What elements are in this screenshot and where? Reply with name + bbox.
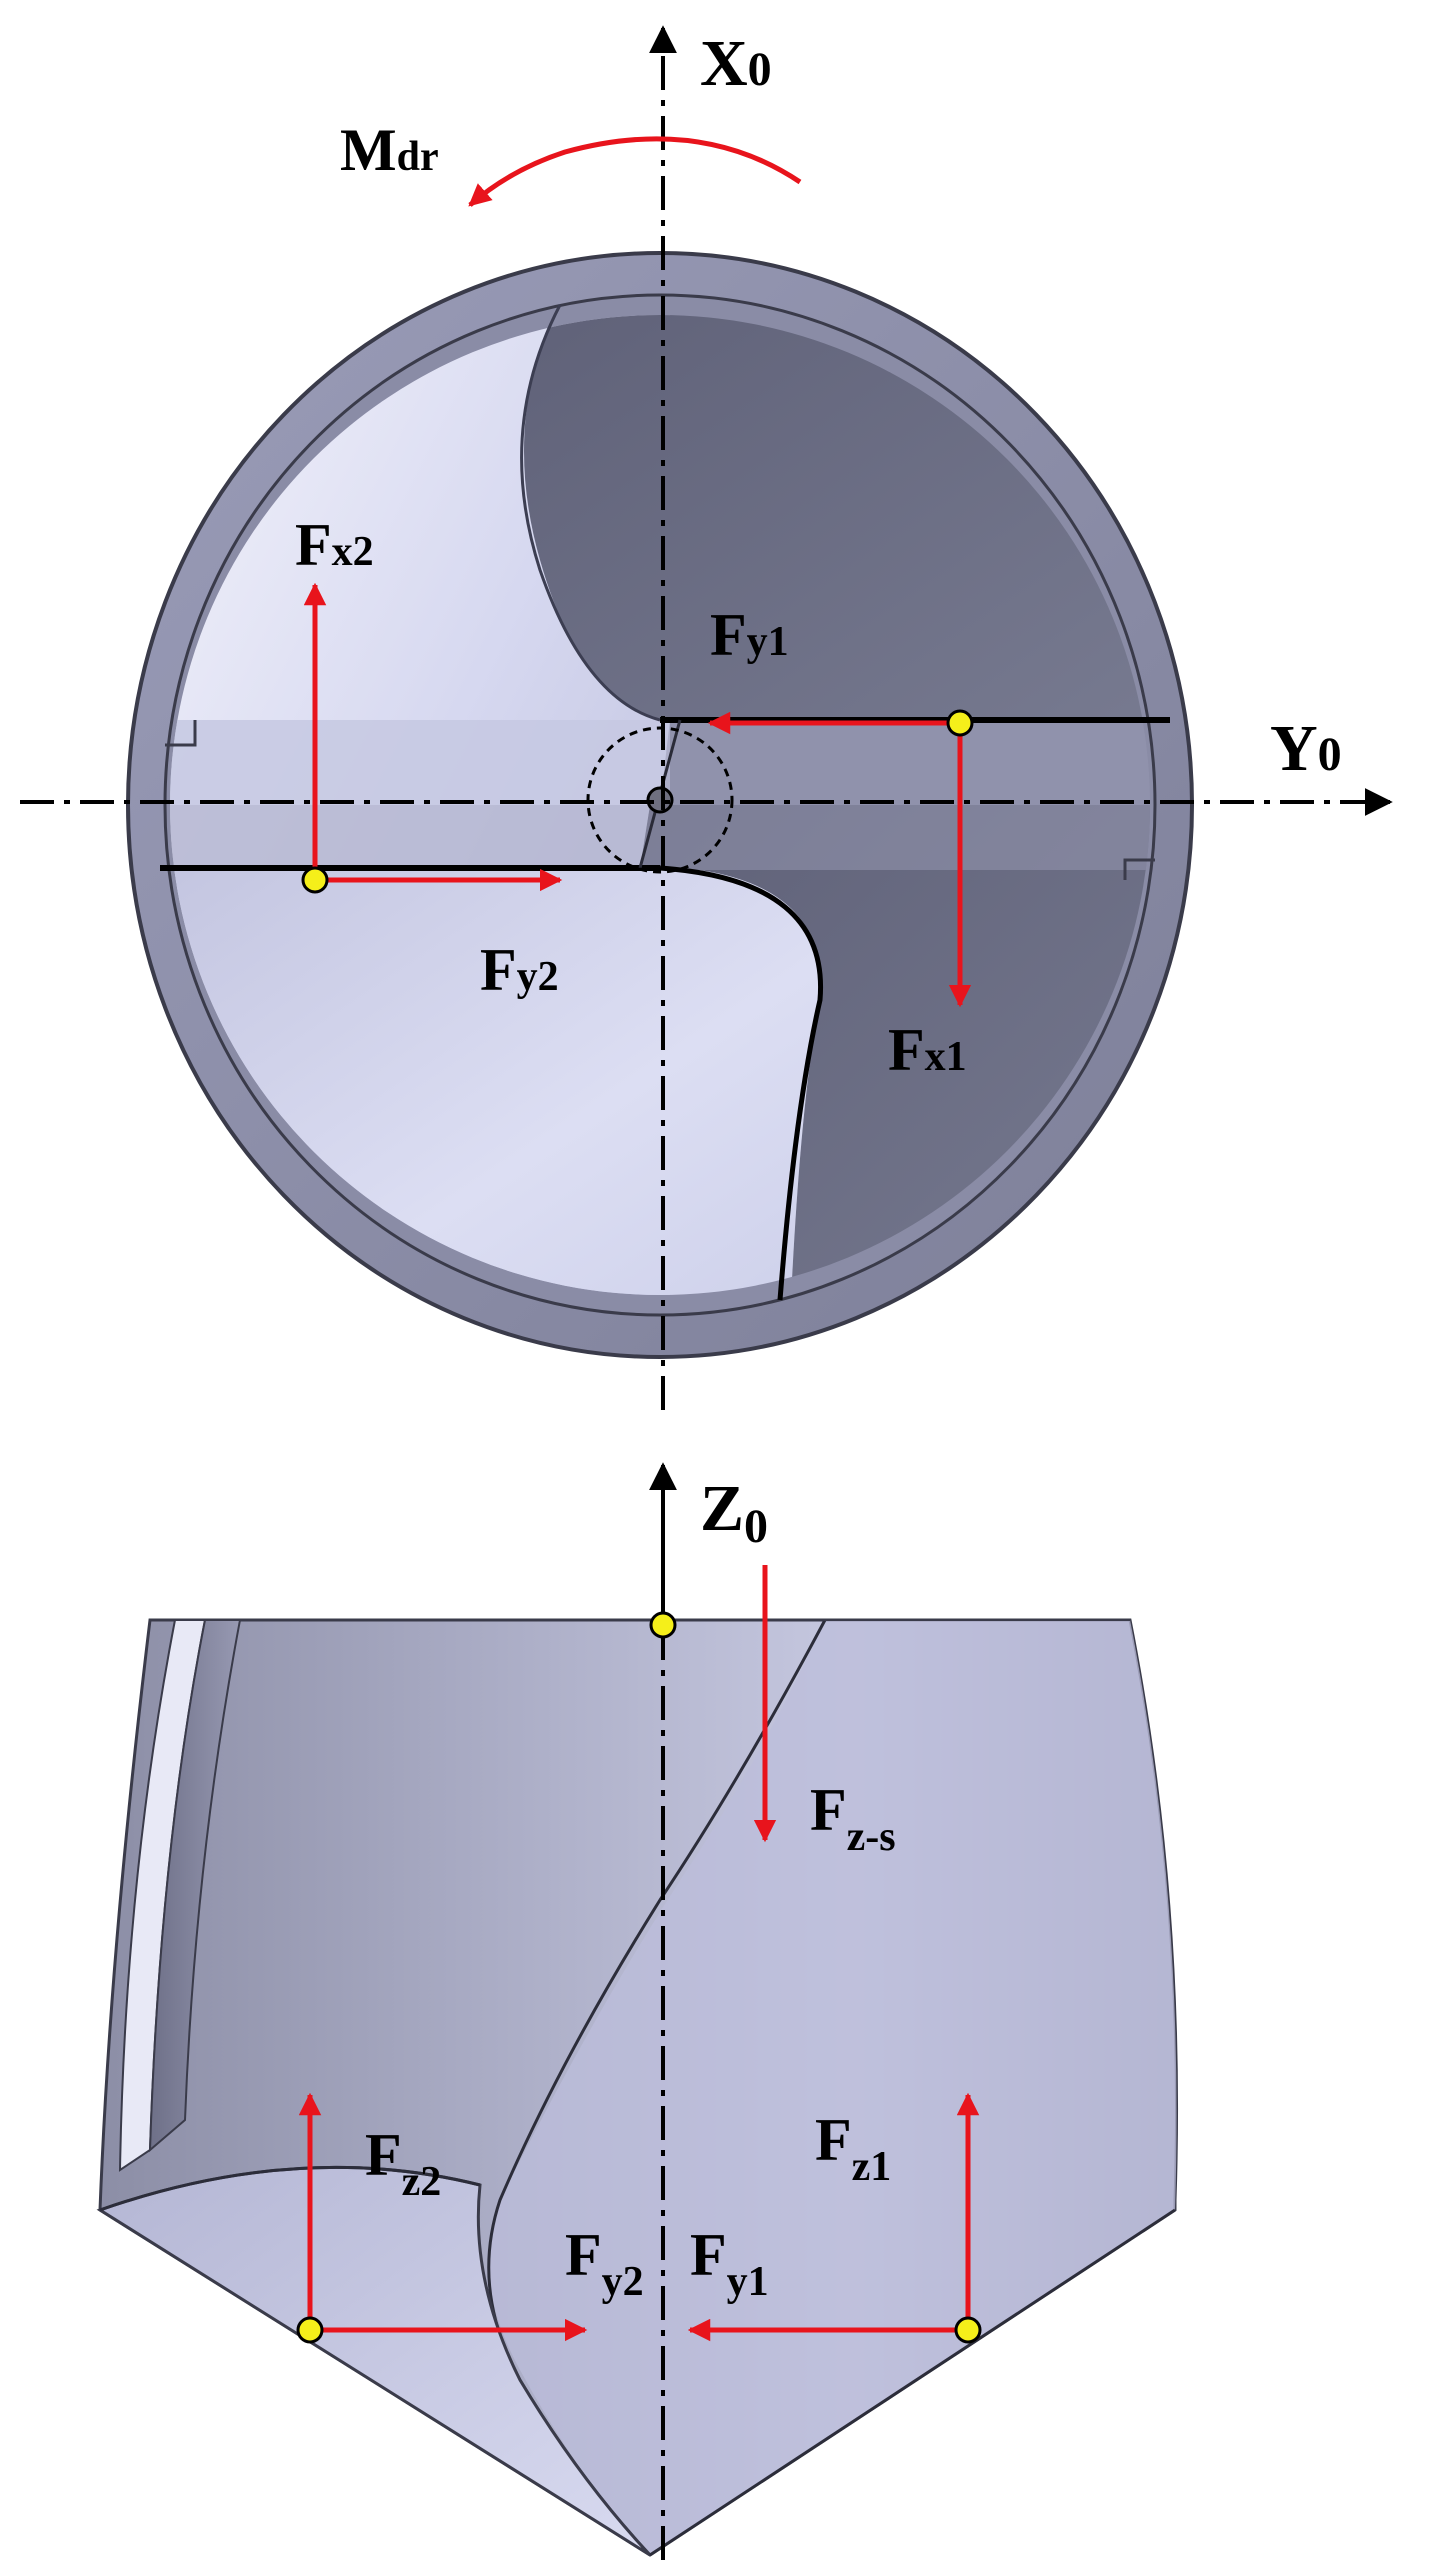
fy2-side-label: Fy2 xyxy=(565,2222,644,2305)
z0-label: Z0 xyxy=(700,1472,768,1553)
upper-flute-edge xyxy=(520,304,661,722)
fz2-label: Fz2 xyxy=(365,2122,441,2205)
lower-flute-edge xyxy=(659,865,824,1301)
side-view: Z0 Fz-s Fz2 Fz1 Fy2 Fy1 xyxy=(96,1462,1179,2560)
fy1-side-label: Fy1 xyxy=(690,2222,769,2305)
fx1-label: Fx1 xyxy=(888,1017,967,1083)
fy1-label: Fy1 xyxy=(710,602,789,668)
contact-point-2 xyxy=(301,866,329,894)
mdr-label: Mdr xyxy=(340,117,439,183)
x0-label: X0 xyxy=(700,27,772,100)
fy2-label: Fy2 xyxy=(480,937,559,1003)
side-origin-point xyxy=(649,1611,677,1639)
fz1-label: Fz1 xyxy=(815,2107,891,2190)
contact-point-1 xyxy=(946,709,974,737)
fx2-label: Fx2 xyxy=(295,512,374,578)
side-contact-point-1 xyxy=(954,2316,982,2344)
y0-label: Y0 xyxy=(1270,712,1342,785)
side-contact-point-2 xyxy=(296,2316,324,2344)
moment-arrow xyxy=(468,136,802,207)
top-view: X0 Y0 Mdr Fx2 Fy1 Fy2 Fx1 xyxy=(20,25,1393,1410)
fzs-label: Fz-s xyxy=(810,1777,896,1860)
